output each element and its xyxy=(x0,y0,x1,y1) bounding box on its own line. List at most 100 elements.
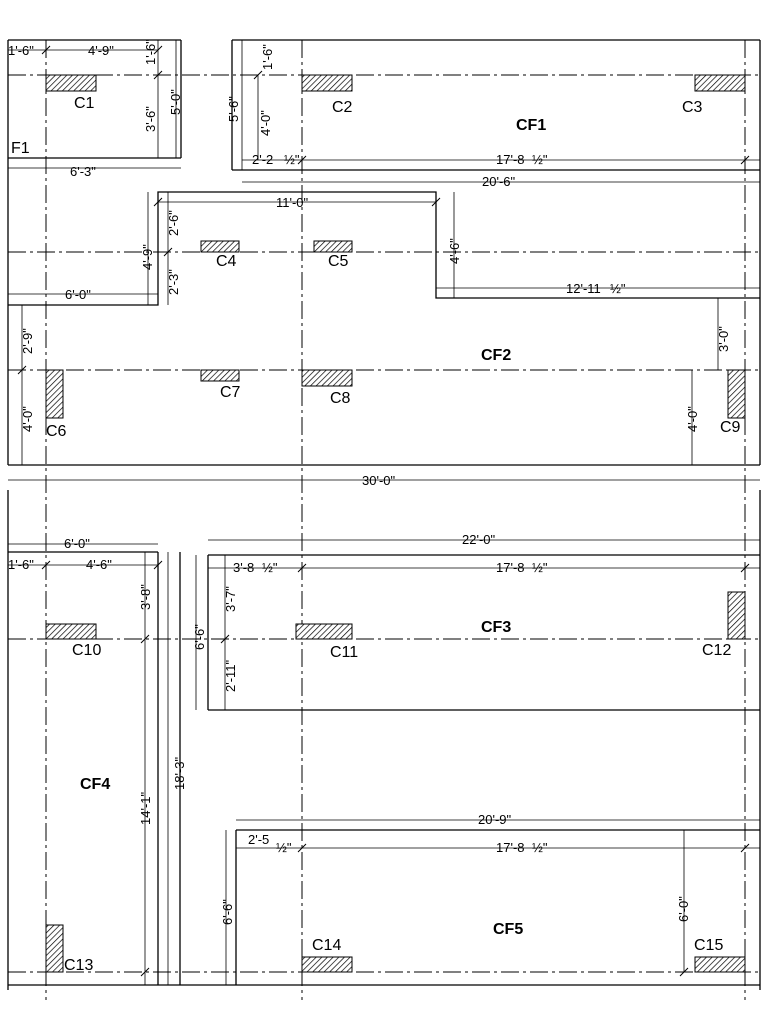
dim-tick xyxy=(153,197,163,207)
dim-cf3-span: 17'-8 xyxy=(496,560,525,575)
dimension-lines xyxy=(8,40,760,985)
dim-cf5-span-frac: ½" xyxy=(532,840,548,855)
label-c12: C12 xyxy=(702,642,731,659)
dim-tick xyxy=(297,563,307,573)
dim-tick xyxy=(297,843,307,853)
dim-cf4-upper: 3'-8" xyxy=(138,584,153,610)
footing-labels: F1 CF1 CF2 CF3 CF4 CF5 xyxy=(11,117,546,938)
column-c2 xyxy=(301,74,353,92)
dim-cf1-span-frac: ½" xyxy=(532,152,548,167)
label-c7: C7 xyxy=(220,384,241,401)
column-c13 xyxy=(45,924,64,973)
dim-cf2-depth: 4'-9" xyxy=(140,244,155,270)
dim-cf5-left-part-frac: ½" xyxy=(276,840,292,855)
dim-cf5-left-depth: 6'-6" xyxy=(220,899,235,925)
column-c12 xyxy=(727,591,746,640)
label-cf3: CF3 xyxy=(481,619,511,636)
column-c10 xyxy=(45,623,97,640)
dim-tick xyxy=(17,365,27,375)
column-c8 xyxy=(301,369,353,387)
dim-f1-lower-depth: 3'-6" xyxy=(143,106,158,132)
dim-cf2-upper: 2'-6" xyxy=(166,210,181,236)
dim-cf1-width: 20'-6" xyxy=(482,174,516,189)
dim-tick xyxy=(297,155,307,165)
label-c1: C1 xyxy=(74,95,95,112)
label-f1: F1 xyxy=(11,140,30,157)
column-c14 xyxy=(301,956,353,973)
column-c3 xyxy=(694,74,746,92)
dim-tick xyxy=(163,247,173,257)
label-c11: C11 xyxy=(330,644,358,661)
dim-cf2-left-lower: 4'-0" xyxy=(20,406,35,432)
cf2-upper-outline xyxy=(8,191,760,306)
dim-cf2-right-lower: 4'-0" xyxy=(685,406,700,432)
column-c1 xyxy=(45,74,97,92)
dim-f1-top-offset: 1'-6" xyxy=(143,39,158,65)
column-labels: C1 C2 C3 C4 C5 C6 C7 C8 C9 C10 C11 C12 C… xyxy=(46,95,741,974)
label-c15: C15 xyxy=(694,937,723,954)
dim-tick xyxy=(41,45,51,55)
column-c11 xyxy=(295,623,353,640)
dim-cf4-right-part: 4'-6" xyxy=(86,557,112,572)
dim-cf3-width: 22'-0" xyxy=(462,532,496,547)
grid-lines xyxy=(8,40,760,1000)
dim-tick xyxy=(153,560,163,570)
dim-cf1-lower-depth: 4'-0" xyxy=(258,110,273,136)
dim-cf5-width: 20'-9" xyxy=(478,812,512,827)
column-c6 xyxy=(45,369,64,419)
column-c7 xyxy=(200,369,240,382)
column-c15 xyxy=(694,956,746,973)
dim-cf5-left-part: 2'-5 xyxy=(248,832,269,847)
dim-cf3-upper: 3'-7" xyxy=(223,586,238,612)
dim-cf3-depth: 6'-6" xyxy=(192,624,207,650)
dim-cf4-span: 14'-1" xyxy=(138,791,153,825)
dim-tick xyxy=(431,197,441,207)
dim-tick xyxy=(740,843,750,853)
label-c9: C9 xyxy=(720,419,741,436)
dim-tick xyxy=(153,70,163,80)
label-c6: C6 xyxy=(46,423,67,440)
dimension-texts: 1'-6" 4'-9" 1'-6" 3'-6" 5'-0" 6'-3" 1'-6… xyxy=(8,39,731,925)
dim-tick xyxy=(740,155,750,165)
label-c4: C4 xyxy=(216,253,237,270)
dim-cf2-left-gap: 2'-9" xyxy=(20,328,35,354)
dim-tick xyxy=(679,967,689,977)
dim-f1-right-width: 4'-9" xyxy=(88,43,114,58)
dim-tick xyxy=(140,967,150,977)
dim-f1-left-offset: 1'-6" xyxy=(8,43,34,58)
dim-tick xyxy=(41,560,51,570)
dim-cf3-lower: 2'-11" xyxy=(223,659,238,692)
dim-cf1-left-depth: 5'-6" xyxy=(226,96,241,122)
dim-cf4-total: 18'-3" xyxy=(172,756,187,790)
dim-cf2-right-width: 12'-11 xyxy=(566,281,601,296)
label-cf4: CF4 xyxy=(80,776,110,793)
label-c5: C5 xyxy=(328,253,349,270)
dim-cf2-left-width: 6'-0" xyxy=(65,287,91,302)
dim-cf2-step: 4'-6" xyxy=(447,238,462,264)
dim-tick xyxy=(140,634,150,644)
dim-tick xyxy=(220,634,230,644)
dim-cf4-left-offset: 1'-6" xyxy=(8,557,34,572)
dim-cf3-left-part: 3'-8 xyxy=(233,560,254,575)
dim-tick xyxy=(740,563,750,573)
dim-cf3-left-part-frac: ½" xyxy=(262,560,278,575)
label-cf2: CF2 xyxy=(481,347,511,364)
label-cf1: CF1 xyxy=(516,117,546,134)
columns xyxy=(45,74,746,973)
dim-cf1-left-part: 2'-2 xyxy=(252,152,273,167)
dim-cf1-span: 17'-8 xyxy=(496,152,525,167)
dim-overall-width: 30'-0" xyxy=(362,473,396,488)
dim-cf2-right-width-frac: ½" xyxy=(610,281,626,296)
dim-cf1-top-offset: 1'-6" xyxy=(260,44,275,70)
dim-cf2-notch-width: 11'-0" xyxy=(276,195,309,210)
dim-cf5-right-depth: 6'-0" xyxy=(676,896,691,922)
label-c8: C8 xyxy=(330,390,351,407)
dim-cf4-width: 6'-0" xyxy=(64,536,90,551)
column-c5 xyxy=(313,240,353,253)
column-c9 xyxy=(727,369,746,419)
label-cf5: CF5 xyxy=(493,921,523,938)
label-c2: C2 xyxy=(332,99,353,116)
label-c13: C13 xyxy=(64,957,93,974)
dim-cf2-lower: 2'-3" xyxy=(166,269,181,295)
